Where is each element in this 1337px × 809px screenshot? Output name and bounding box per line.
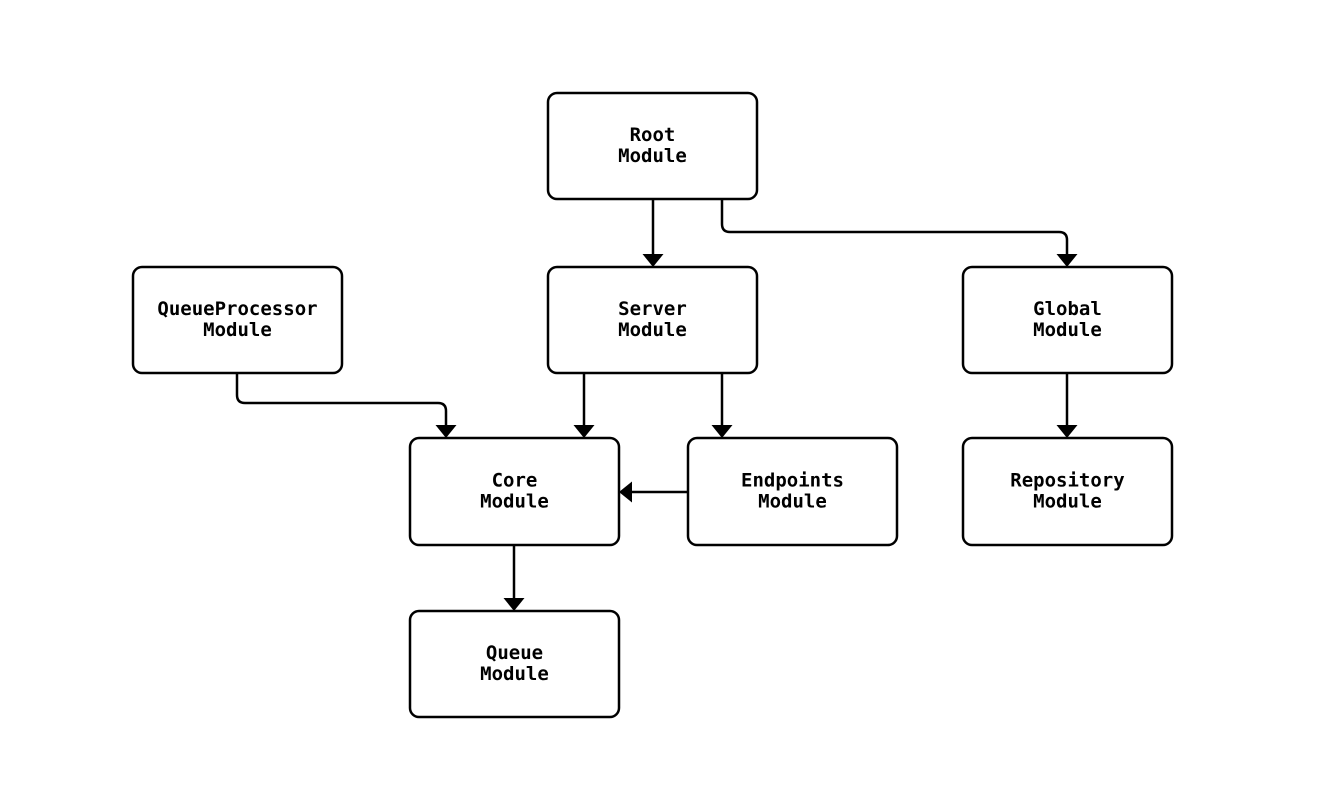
edge-server-to-core-arrowhead-icon (573, 425, 595, 438)
node-endpoints-box (686, 436, 899, 547)
edge-queueprocessor-to-core (235, 373, 448, 425)
edge-global-to-repository-arrowhead-icon (1056, 425, 1078, 438)
node-queueprocessor-box (131, 265, 344, 375)
node-repository-box (961, 436, 1174, 547)
node-queue-box (408, 609, 621, 719)
node-global-box (961, 265, 1174, 375)
node-root-box (546, 91, 759, 201)
edge-root-to-global-arrowhead-icon (1056, 254, 1078, 267)
edge-root-to-global (720, 199, 1069, 254)
node-core-box (408, 436, 621, 547)
edge-queueprocessor-to-core-arrowhead-icon (435, 425, 457, 438)
node-server-box (546, 265, 759, 375)
edge-core-to-queue-arrowhead-icon (503, 598, 525, 611)
edge-server-to-endpoints-arrowhead-icon (711, 425, 733, 438)
edge-root-to-server-arrowhead-icon (642, 254, 664, 267)
edge-endpoints-to-core-arrowhead-icon (619, 481, 632, 503)
